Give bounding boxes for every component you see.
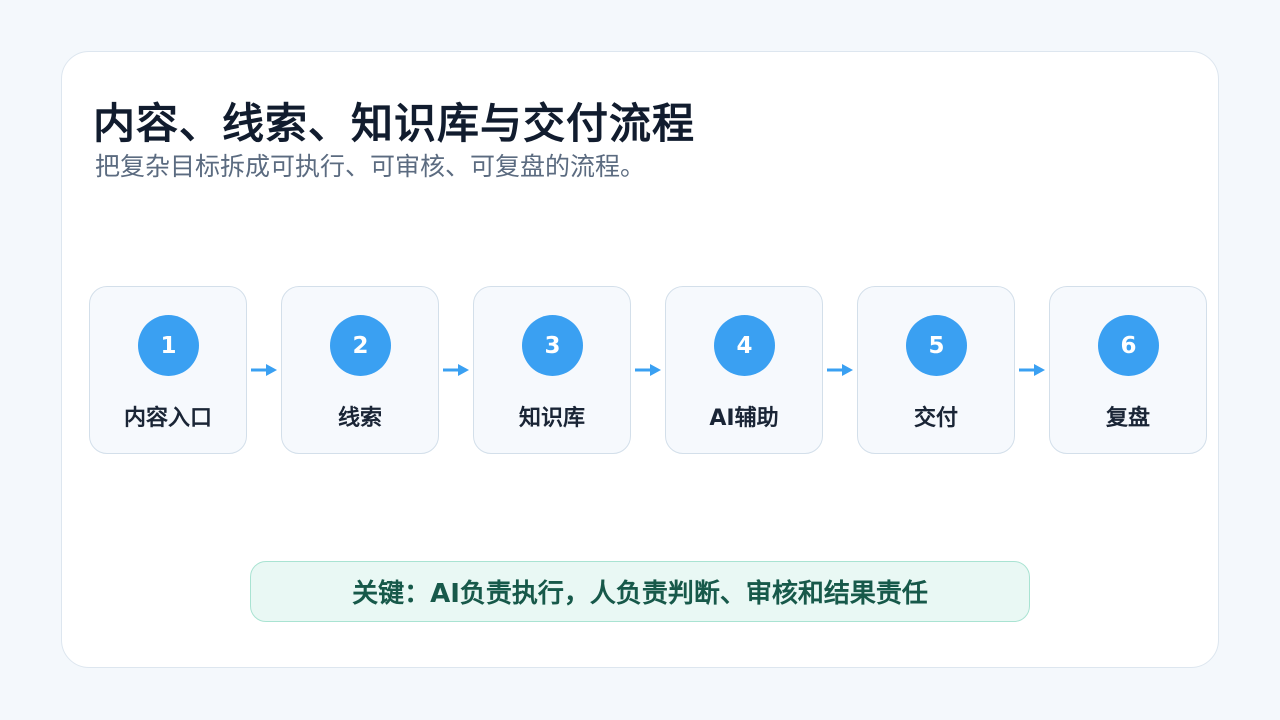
step-label: 知识库 — [518, 406, 585, 431]
step-card-3: 3 知识库 — [473, 286, 631, 454]
arrow-right-icon — [1019, 364, 1045, 376]
step-number-badge: 1 — [138, 315, 199, 376]
step-label: 复盘 — [1105, 406, 1150, 431]
step-label: 线索 — [337, 406, 382, 431]
step-number-badge: 5 — [906, 315, 967, 376]
step-card-6: 6 复盘 — [1049, 286, 1207, 454]
process-flow: 1 内容入口 2 线索 3 知识库 4 AI辅助 5 交付 6 复盘 — [89, 286, 1209, 456]
step-number-badge: 6 — [1098, 315, 1159, 376]
arrow-right-icon — [443, 364, 469, 376]
step-card-1: 1 内容入口 — [89, 286, 247, 454]
step-number-badge: 2 — [330, 315, 391, 376]
arrow-right-icon — [635, 364, 661, 376]
page-title: 内容、线索、知识库与交付流程 — [93, 99, 696, 148]
step-card-4: 4 AI辅助 — [665, 286, 823, 454]
step-number-badge: 4 — [714, 315, 775, 376]
step-number-badge: 3 — [522, 315, 583, 376]
arrow-right-icon — [827, 364, 853, 376]
step-label: 内容入口 — [123, 406, 212, 431]
key-message-banner: 关键：AI负责执行，人负责判断、审核和结果责任 — [250, 561, 1030, 622]
step-label: 交付 — [913, 406, 958, 431]
page-subtitle: 把复杂目标拆成可执行、可审核、可复盘的流程。 — [95, 152, 646, 181]
step-label: AI辅助 — [709, 406, 779, 431]
step-card-2: 2 线索 — [281, 286, 439, 454]
arrow-right-icon — [251, 364, 277, 376]
step-card-5: 5 交付 — [857, 286, 1015, 454]
